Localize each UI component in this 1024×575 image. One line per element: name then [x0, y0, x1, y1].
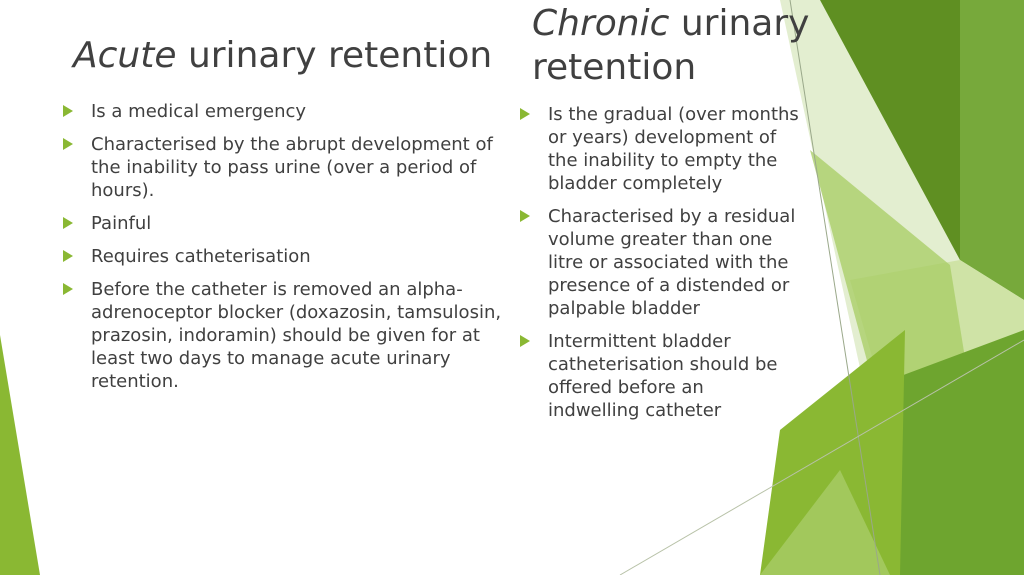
chronic-bullet-text: Characterised by a residual volume great…: [548, 206, 796, 319]
acute-bullet-text: Characterised by the abrupt development …: [91, 134, 493, 201]
acute-bullet: Is a medical emergency: [63, 100, 503, 123]
acute-bullet: Painful: [63, 212, 503, 235]
acute-bullet: Requires catheterisation: [63, 245, 503, 268]
acute-title-italic: Acute: [73, 35, 177, 76]
acute-bullet-text: Painful: [91, 213, 152, 234]
chronic-bullet-text: Is the gradual (over months or years) de…: [548, 104, 799, 194]
chronic-bullet: Intermittent bladder catheterisation sho…: [520, 330, 800, 422]
chronic-bullet-text: Intermittent bladder catheterisation sho…: [548, 331, 778, 421]
right-facet-bottom-dark: [870, 330, 1024, 575]
acute-bullet-text: Before the catheter is removed an alpha-…: [91, 279, 502, 392]
chronic-bullet-list: Is the gradual (over months or years) de…: [520, 103, 800, 432]
chronic-title-italic: Chronic: [532, 3, 670, 44]
right-facet-mid: [960, 0, 1024, 300]
acute-title: Acute urinary retention: [73, 34, 513, 78]
bullet-arrow-icon: [63, 217, 73, 229]
chronic-title-rest: urinary retention: [532, 3, 810, 88]
bullet-arrow-icon: [520, 210, 530, 222]
acute-bullet-text: Requires catheterisation: [91, 246, 311, 267]
acute-bullet: Before the catheter is removed an alpha-…: [63, 278, 503, 393]
thin-diagonal-line-1: [789, 0, 881, 575]
acute-bullet: Characterised by the abrupt development …: [63, 133, 503, 202]
left-green-sliver: [0, 335, 40, 575]
bullet-arrow-icon: [520, 108, 530, 120]
acute-bullet-list: Is a medical emergency Characterised by …: [63, 100, 503, 403]
bullet-arrow-icon: [63, 138, 73, 150]
acute-title-rest: urinary retention: [176, 35, 493, 76]
bullet-arrow-icon: [520, 335, 530, 347]
bullet-arrow-icon: [63, 283, 73, 295]
chronic-title: Chronic urinary retention: [532, 2, 832, 90]
chronic-bullet: Is the gradual (over months or years) de…: [520, 103, 800, 195]
thin-diagonal-line-2: [619, 339, 1024, 575]
bullet-arrow-icon: [63, 250, 73, 262]
right-facet-dark: [820, 0, 960, 260]
right-facet-bottom-light: [760, 470, 890, 575]
bullet-arrow-icon: [63, 105, 73, 117]
right-facet-bottom-mid: [760, 330, 905, 575]
acute-bullet-text: Is a medical emergency: [91, 101, 307, 122]
chronic-bullet: Characterised by a residual volume great…: [520, 205, 800, 320]
